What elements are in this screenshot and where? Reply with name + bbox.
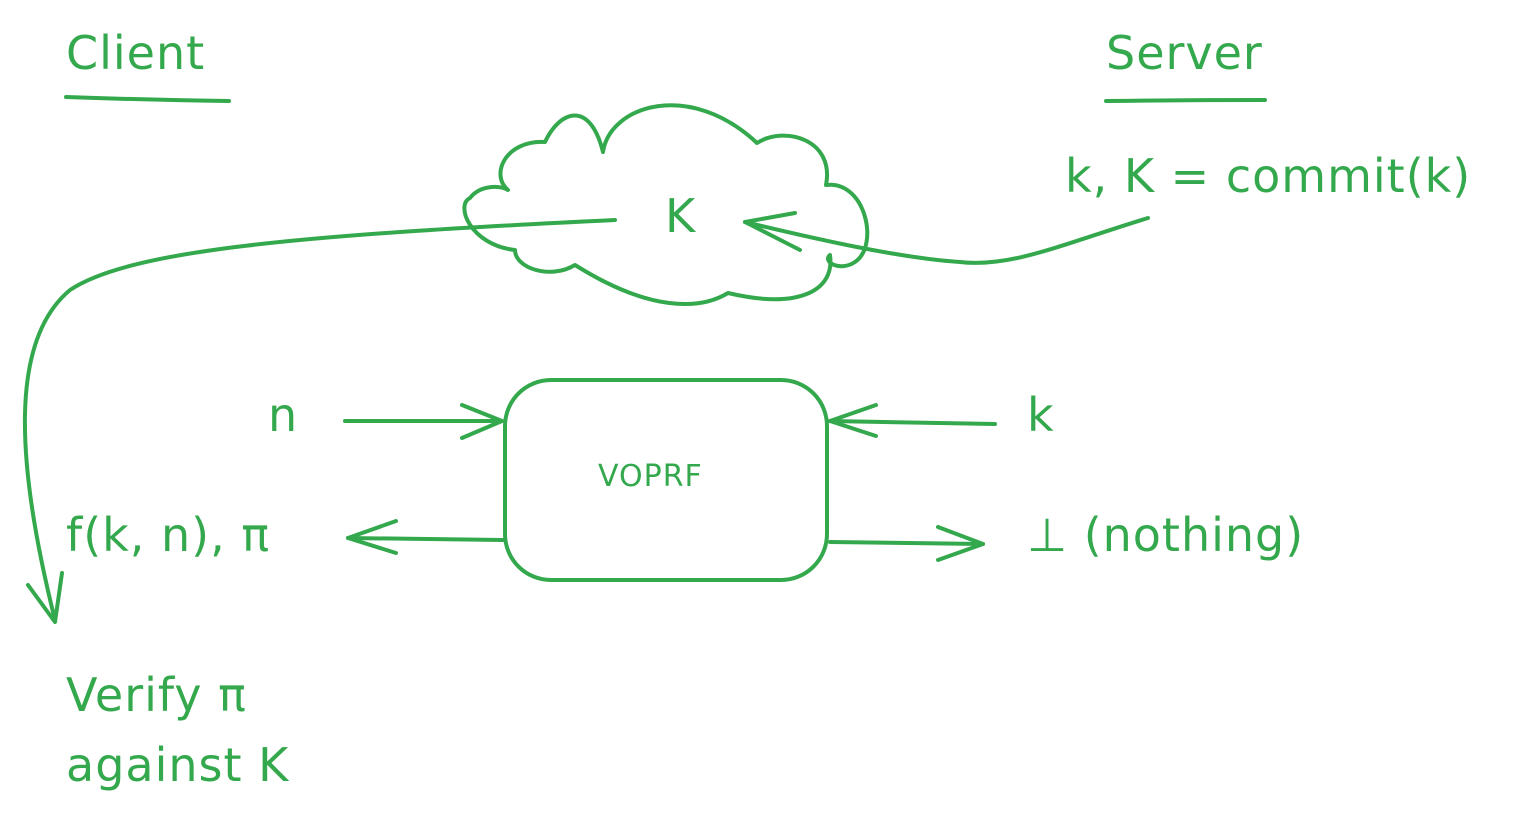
client-output-arrow (346, 536, 505, 542)
server-output-arrow-head (936, 525, 985, 562)
server-input-arrow (828, 419, 997, 426)
commitment-arrow-from-server (743, 216, 1150, 265)
verify-line-1: Verify π (66, 668, 247, 722)
server-title: Server (1106, 26, 1263, 80)
client-underline (64, 95, 231, 103)
verify-line-2: against K (66, 738, 290, 792)
client-output-label: f(k, n), π (66, 508, 271, 562)
cloud-shape (462, 103, 870, 306)
client-title: Client (66, 26, 206, 80)
server-commit-label: k, K = commit(k) (1065, 149, 1472, 203)
commitment-arrow-to-client (22, 218, 617, 622)
server-input-label: k (1027, 388, 1055, 442)
server-output-arrow (828, 540, 985, 546)
client-input-arrow-head (460, 403, 504, 440)
server-input-arrow-head (828, 403, 878, 438)
commitment-arrow-head-client (26, 571, 64, 624)
server-output-label: ⊥ (nothing) (1027, 508, 1305, 562)
client-input-label: n (268, 388, 299, 442)
client-output-arrow-head (346, 519, 398, 555)
cloud-commitment-label: K (665, 189, 697, 243)
voprf-box-label: VOPRF (598, 459, 703, 494)
server-underline (1104, 98, 1267, 103)
commitment-arrow-head-cloud (743, 211, 802, 252)
voprf-box-outline (503, 378, 829, 582)
